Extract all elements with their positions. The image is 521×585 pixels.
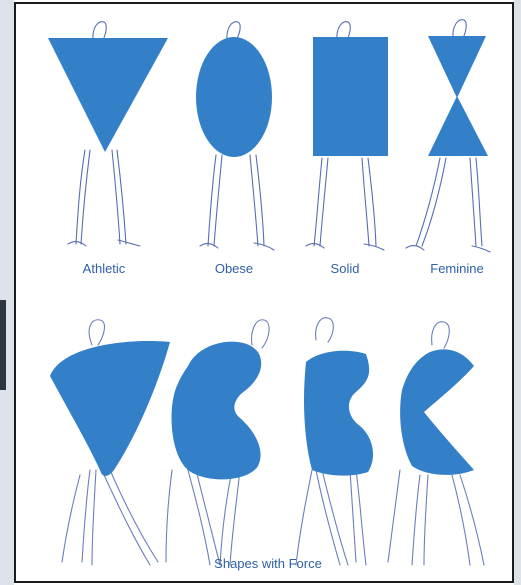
bottom-row-shapes <box>50 341 474 479</box>
solid-right-leg-1 <box>362 158 369 246</box>
athletic-head-sketch <box>93 22 106 40</box>
force-3-head-sketch <box>316 318 334 342</box>
solid-rectangle-shape <box>313 37 388 156</box>
feminine-label: Feminine <box>430 261 483 276</box>
feminine-right-leg-1 <box>470 158 476 246</box>
force-curved-block-shape <box>304 351 373 476</box>
force-1-head-sketch <box>89 320 104 345</box>
solid-label: Solid <box>331 261 360 276</box>
athletic-inverted-triangle-shape <box>48 38 168 152</box>
obese-oval-shape <box>196 37 272 157</box>
athletic-label: Athletic <box>83 261 126 276</box>
force-kidney-shape <box>172 342 262 480</box>
feminine-head-sketch <box>453 20 466 38</box>
athletic-left-leg-1 <box>76 150 85 244</box>
obese-label: Obese <box>215 261 253 276</box>
obese-right-leg-1 <box>250 155 258 246</box>
feminine-lower-triangle-shape <box>428 96 488 156</box>
force-inverted-triangle-shape <box>50 341 170 476</box>
force-3-leg-1 <box>316 470 340 565</box>
force-2-leg-1 <box>188 470 210 565</box>
force-1-leg-1 <box>82 470 90 562</box>
force-4-head-sketch <box>432 322 450 348</box>
feminine-upper-triangle-shape <box>428 36 486 98</box>
shapes-with-force-caption: Shapes with Force <box>214 556 322 571</box>
force-2-head-sketch <box>252 320 269 348</box>
force-4-leg-1 <box>412 475 420 565</box>
top-row-shapes <box>48 36 488 157</box>
force-pacman-shape <box>400 349 474 475</box>
